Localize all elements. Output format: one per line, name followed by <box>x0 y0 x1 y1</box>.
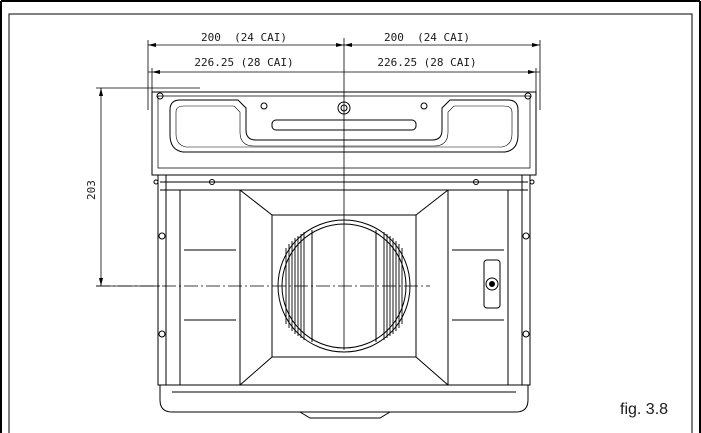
central-grille-frame <box>239 189 449 386</box>
inner-border <box>8 13 693 433</box>
figure-caption: fig. 3.8 <box>620 401 668 418</box>
bolt-icons <box>153 92 535 338</box>
dim-label-left-upper: 200 (24 CAI) <box>201 31 287 44</box>
fan-circle <box>277 219 411 353</box>
dim-label-right-upper: 200 (24 CAI) <box>384 31 470 44</box>
dim-label-right-lower: 226.25 (28 CAI) <box>377 56 476 69</box>
dim-label-left-lower: 226.25 (28 CAI) <box>194 56 293 69</box>
fan-grille-hatch <box>285 232 403 340</box>
center-lines <box>96 38 430 350</box>
side-bracket <box>483 259 501 309</box>
dim-label-vertical: 203 <box>85 180 98 200</box>
dimension-arrows <box>99 43 540 286</box>
dimension-lines <box>96 40 541 287</box>
